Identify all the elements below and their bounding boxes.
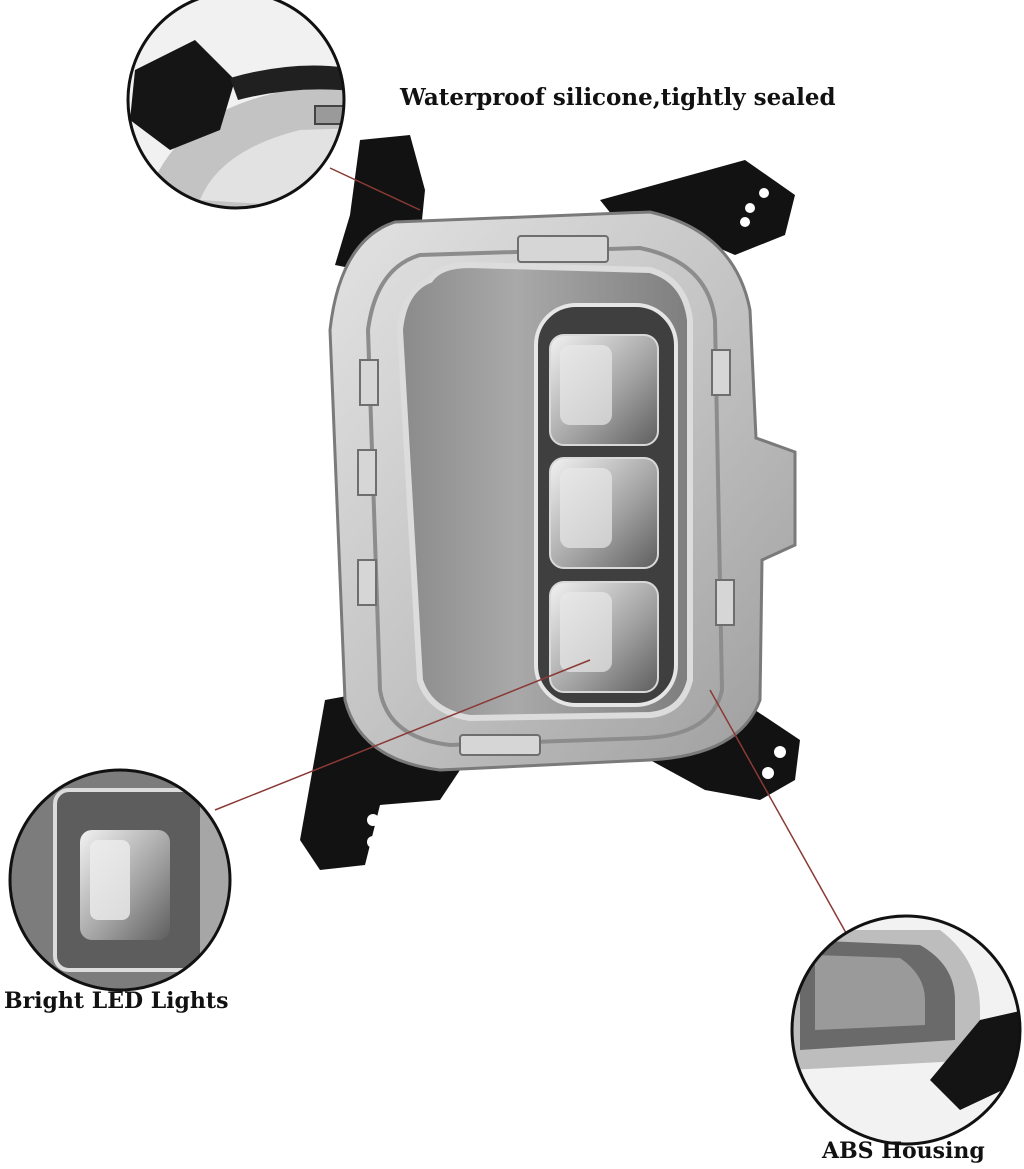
led-callout-label: Bright LED Lights (4, 988, 229, 1014)
bracket-holes (367, 188, 786, 848)
led-module (549, 581, 659, 693)
led-detail-callout (8, 768, 232, 992)
leader-lines (214, 167, 851, 941)
seal-callout-label: Waterproof silicone,tightly sealed (400, 84, 836, 111)
housing-detail-callout (790, 914, 1022, 1146)
housing-groove (365, 245, 725, 748)
housing-clips (357, 235, 735, 756)
housing-callout-label: ABS Housing (822, 1138, 985, 1164)
seal-detail-callout (126, 0, 346, 210)
led-module (549, 457, 659, 569)
led-module (549, 334, 659, 446)
fog-lamp-assembly (300, 135, 800, 870)
